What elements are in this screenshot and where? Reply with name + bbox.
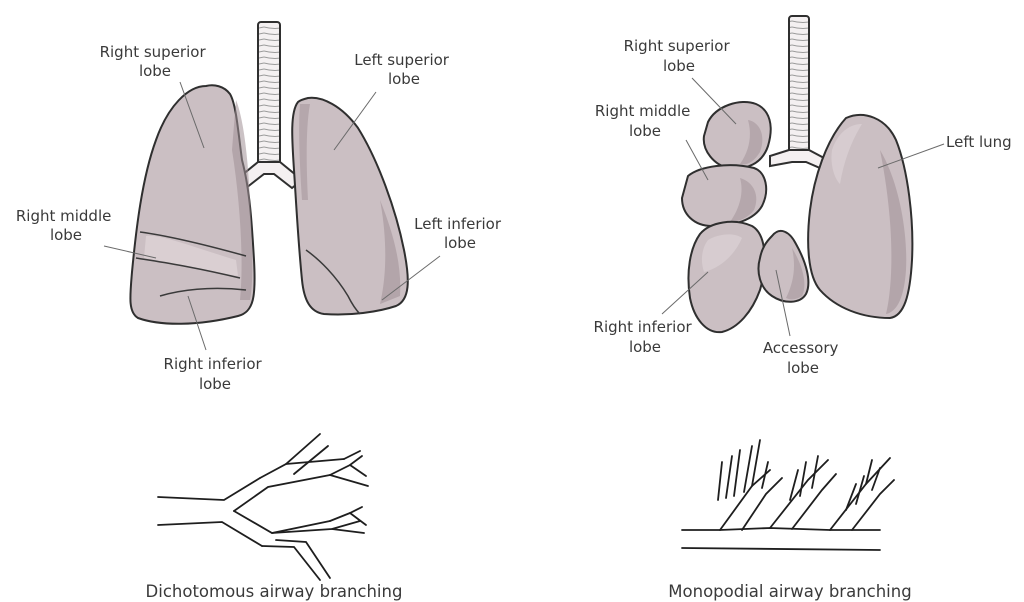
label-line: lobe	[629, 122, 661, 140]
monopodial-branching-diagram	[682, 440, 894, 550]
label-line: Right inferior	[164, 355, 263, 373]
trachea	[258, 22, 280, 172]
label-right-superior-lobe: Right superior lobe	[624, 37, 735, 75]
label-line: Right middle	[16, 207, 112, 225]
label-accessory-lobe: Accessory lobe	[763, 339, 843, 377]
animal-lungs-diagram: Right superior lobe Right middle lobe Le…	[594, 16, 1012, 377]
label-line: Right superior	[624, 37, 731, 55]
bronchi	[770, 150, 824, 168]
label-line: Right inferior	[594, 318, 693, 336]
label-line: Left inferior	[414, 215, 502, 233]
label-left-inferior-lobe: Left inferior lobe	[414, 215, 506, 252]
label-right-inferior-lobe: Right inferior lobe	[594, 318, 697, 356]
label-line: lobe	[663, 57, 695, 75]
label-line: lobe	[629, 338, 661, 356]
label-line: Left lung	[946, 133, 1012, 151]
right-lung	[130, 85, 254, 323]
label-line: Right superior	[100, 43, 207, 61]
label-line: Left superior	[354, 51, 450, 69]
label-right-middle-lobe: Right middle lobe	[595, 102, 695, 140]
label-line: lobe	[139, 62, 171, 80]
label-line: lobe	[388, 70, 420, 88]
label-line: lobe	[787, 359, 819, 377]
label-left-superior-lobe: Left superior lobe	[354, 51, 454, 88]
trachea	[789, 16, 809, 162]
label-line: lobe	[444, 234, 476, 252]
label-right-superior-lobe: Right superior lobe	[100, 43, 211, 80]
caption-dichotomous: Dichotomous airway branching	[146, 582, 403, 601]
dichotomous-branching-diagram	[158, 434, 368, 580]
label-right-middle-lobe: Right middle lobe	[16, 207, 116, 244]
label-right-inferior-lobe: Right inferior lobe	[164, 355, 267, 393]
label-left-lung: Left lung	[946, 133, 1012, 151]
left-lung	[292, 98, 408, 315]
label-line: lobe	[50, 226, 82, 244]
caption-monopodial: Monopodial airway branching	[668, 582, 911, 601]
human-lungs-diagram: Right superior lobe Left superior lobe R…	[16, 22, 506, 393]
label-line: Right middle	[595, 102, 691, 120]
label-line: Accessory	[763, 339, 839, 357]
label-line: lobe	[199, 375, 231, 393]
